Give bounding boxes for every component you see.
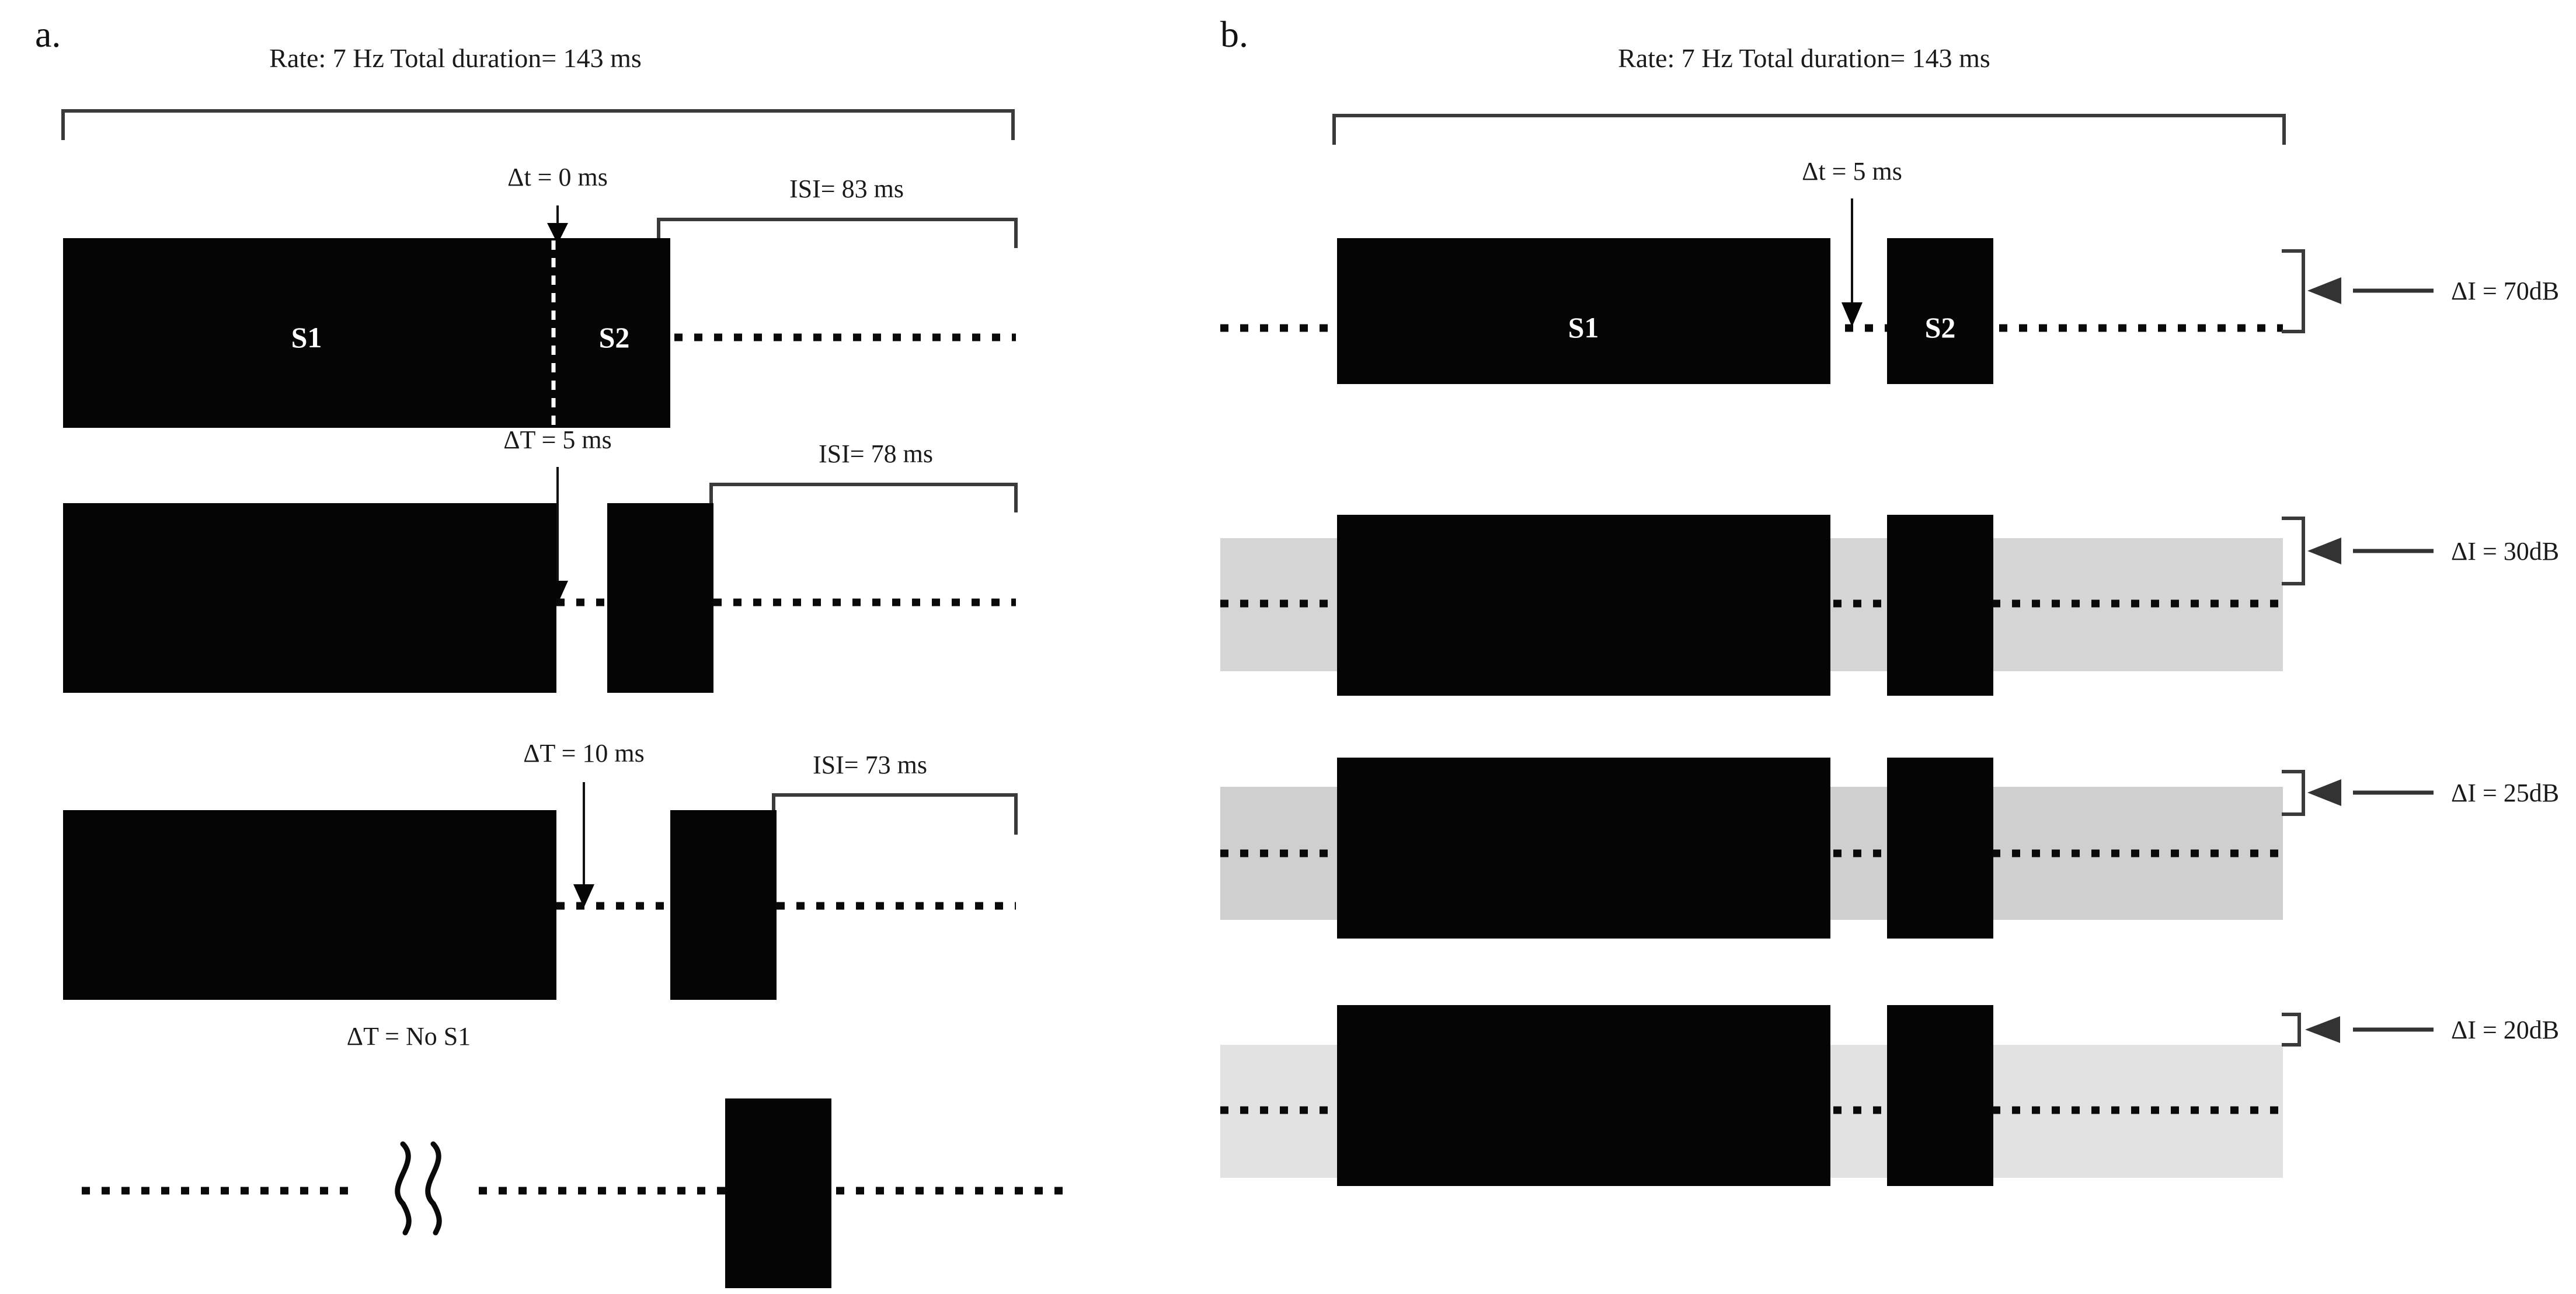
row1-s1-block xyxy=(63,238,670,428)
row3-isi-bracket xyxy=(772,793,1018,835)
row3-delta-arrow-head xyxy=(573,884,594,908)
panel-b-row-3: ΔI = 25dB xyxy=(1220,758,2559,939)
panel-b-row1-s1-block xyxy=(1337,238,1830,384)
row1-isi-bracket xyxy=(657,218,1018,248)
row3-delta-label: ΔT = 10 ms xyxy=(523,739,645,768)
row3-isi-label: ISI= 73 ms xyxy=(813,751,927,779)
row1-s2-label: S2 xyxy=(599,321,630,354)
row3-s2-block xyxy=(670,810,777,1000)
panel-b: b. Rate: 7 Hz Total duration= 143 ms Δt … xyxy=(1220,13,2559,1186)
panel-b-letter: b. xyxy=(1220,13,1248,55)
panel-b-row1-intensity-bracket xyxy=(2282,249,2305,333)
panel-b-row1-intensity-label: ΔI = 70dB xyxy=(2451,277,2559,305)
row2-s2-block xyxy=(607,503,713,693)
panel-b-row-1: Δt = 5 ms S1 S2 ΔI = 70dB xyxy=(1220,157,2559,384)
panel-b-row1-s2-block xyxy=(1887,238,1993,384)
panel-b-row-2: ΔI = 30dB xyxy=(1220,515,2559,696)
row2-isi-label: ISI= 78 ms xyxy=(819,440,933,468)
panel-b-row3-s1-block xyxy=(1337,758,1830,939)
row1-delta-label: Δt = 0 ms xyxy=(507,163,608,191)
panel-a-row-4: ΔT = No S1 xyxy=(82,1022,1074,1288)
panel-a-duration-bracket xyxy=(61,109,1015,140)
panel-a-row-3: ΔT = 10 ms ISI= 73 ms xyxy=(63,739,1018,1000)
panel-b-row4-intensity-label: ΔI = 20dB xyxy=(2451,1016,2559,1044)
panel-b-row3-s2-block xyxy=(1887,758,1993,939)
panel-b-row-4: ΔI = 20dB xyxy=(1220,1005,2559,1186)
panel-b-row1-delta-arrow-head xyxy=(1842,302,1863,327)
row1-isi-label: ISI= 83 ms xyxy=(789,175,904,203)
row2-delta-arrow-head xyxy=(547,581,568,604)
break-symbol-stroke-2 xyxy=(425,1141,442,1236)
panel-b-row2-s2-block xyxy=(1887,515,1993,696)
panel-b-row4-intensity-arrow-head xyxy=(2305,1016,2340,1043)
panel-b-delta-label: Δt = 5 ms xyxy=(1802,157,1902,186)
panel-b-row1-intensity-arrow-head xyxy=(2307,277,2341,304)
row2-isi-bracket xyxy=(709,483,1018,512)
panel-b-s1-label: S1 xyxy=(1568,311,1599,344)
panel-a-row-1: Δt = 0 ms ISI= 83 ms S1 S2 xyxy=(63,163,1018,428)
panel-b-row3-intensity-arrow-head xyxy=(2307,779,2341,806)
row4-s2-block xyxy=(725,1098,831,1288)
panel-a-header: Rate: 7 Hz Total duration= 143 ms xyxy=(269,43,642,73)
panel-b-row3-intensity-label: ΔI = 25dB xyxy=(2451,779,2559,807)
row4-delta-label: ΔT = No S1 xyxy=(347,1022,471,1051)
panel-b-header: Rate: 7 Hz Total duration= 143 ms xyxy=(1618,43,1990,73)
panel-a-letter: a. xyxy=(35,13,61,55)
break-symbol-stroke-1 xyxy=(395,1141,412,1236)
panel-b-row2-intensity-arrow-head xyxy=(2307,538,2341,564)
row1-delta-arrow-head xyxy=(547,223,568,244)
panel-b-row4-s2-block xyxy=(1887,1005,1993,1186)
panel-b-row2-intensity-label: ΔI = 30dB xyxy=(2451,537,2559,566)
panel-b-row2-s1-block xyxy=(1337,515,1830,696)
panel-b-s2-label: S2 xyxy=(1925,311,1956,344)
panel-a-row-2: ΔT = 5 ms ISI= 78 ms xyxy=(63,425,1018,693)
panel-b-row2-intensity-bracket xyxy=(2282,517,2305,585)
panel-b-duration-bracket xyxy=(1332,114,2286,145)
row2-delta-label: ΔT = 5 ms xyxy=(503,425,612,454)
panel-b-row4-s1-block xyxy=(1337,1005,1830,1186)
panel-b-row4-intensity-bracket xyxy=(2282,1013,2301,1047)
panel-a: a. Rate: 7 Hz Total duration= 143 ms Δt … xyxy=(35,13,1074,1288)
row3-s1-block xyxy=(63,810,556,1000)
row2-s1-block xyxy=(63,503,556,693)
row1-s1-label: S1 xyxy=(291,321,322,354)
panel-b-row3-intensity-bracket xyxy=(2282,770,2305,816)
